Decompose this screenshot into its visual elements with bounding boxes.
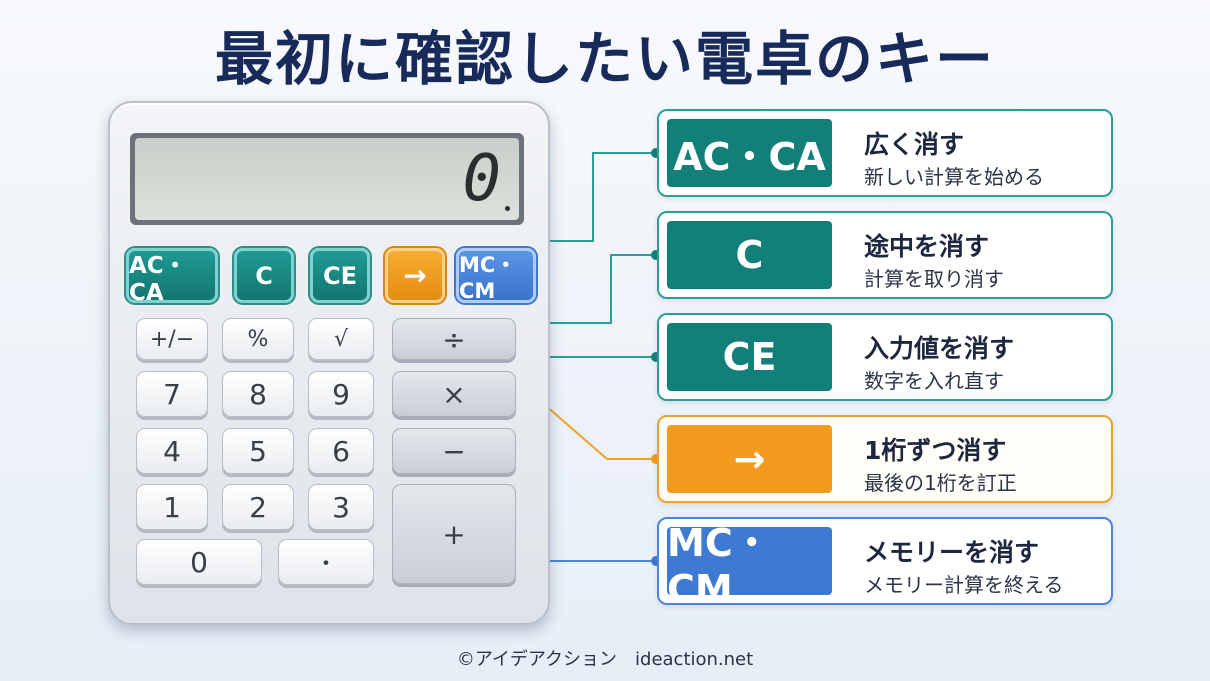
display-value: 0 <box>462 142 501 216</box>
legend-card-ac-ca: AC・CA 広く消す 新しい計算を始める <box>657 109 1113 197</box>
plus-minus-key[interactable]: +/− <box>136 318 208 360</box>
divide-key[interactable]: ÷ <box>392 318 516 360</box>
digit-4-key[interactable]: 4 <box>136 428 208 474</box>
display-decimal-dot <box>505 206 510 211</box>
page-title: 最初に確認したい電卓のキー <box>214 25 995 93</box>
legend-title-c: 途中を消す <box>864 232 990 261</box>
display-screen: 0 <box>135 138 519 220</box>
c-key[interactable]: C <box>234 248 294 303</box>
legend-badge-mc-cm: MC・CM <box>667 521 832 611</box>
decimal-point-key[interactable]: ・ <box>278 539 374 585</box>
digit-6-key[interactable]: 6 <box>308 428 374 474</box>
legend-desc-c: 計算を取り消す <box>864 267 1004 291</box>
legend-badge-ac-ca: AC・CA <box>667 119 832 187</box>
legend-card-c: C 途中を消す 計算を取り消す <box>657 211 1113 299</box>
multiply-key[interactable]: × <box>392 371 516 417</box>
mc-cm-key[interactable]: MC・CM <box>456 248 536 303</box>
backspace-key[interactable]: → <box>385 248 445 303</box>
legend-desc-backspace: 最後の1桁を訂正 <box>864 471 1017 495</box>
legend-badge-ce: CE <box>667 323 832 391</box>
percent-key[interactable]: % <box>222 318 294 360</box>
legend-card-mc-cm: MC・CM メモリーを消す メモリー計算を終える <box>657 517 1113 611</box>
digit-1-key[interactable]: 1 <box>136 484 208 530</box>
ce-key[interactable]: CE <box>310 248 370 303</box>
legend-title-mc-cm: メモリーを消す <box>864 538 1040 567</box>
digit-8-key[interactable]: 8 <box>222 371 294 417</box>
calculator-display: 0 <box>130 133 524 225</box>
ac-ca-key[interactable]: AC・CA <box>126 248 218 306</box>
digit-5-key[interactable]: 5 <box>222 428 294 474</box>
legend-card-ce: CE 入力値を消す 数字を入れ直す <box>657 313 1113 401</box>
legend-badge-backspace: → <box>667 425 832 493</box>
connector-ac-ca <box>538 152 655 242</box>
legend-desc-ac-ca: 新しい計算を始める <box>864 165 1044 189</box>
digit-7-key[interactable]: 7 <box>136 371 208 417</box>
legend-title-ce: 入力値を消す <box>864 334 1015 363</box>
plus-key[interactable]: + <box>392 484 516 584</box>
legend-badge-c: C <box>667 221 832 289</box>
digit-0-key[interactable]: 0 <box>136 539 262 585</box>
legend-desc-mc-cm: メモリー計算を終える <box>864 573 1064 597</box>
digit-9-key[interactable]: 9 <box>308 371 374 417</box>
calculator: 0 AC・CA C CE → MC・CM +/− % √ ÷ 7 8 9 × 4… <box>108 101 550 625</box>
sqrt-key[interactable]: √ <box>308 318 374 360</box>
legend-desc-ce: 数字を入れ直す <box>864 369 1004 393</box>
digit-3-key[interactable]: 3 <box>308 484 374 530</box>
footer-credit: ©アイデアクション ideaction.net <box>456 649 754 670</box>
legend-title-ac-ca: 広く消す <box>864 130 965 159</box>
legend-title-backspace: 1桁ずつ消す <box>864 436 1007 465</box>
digit-2-key[interactable]: 2 <box>222 484 294 530</box>
minus-key[interactable]: − <box>392 428 516 474</box>
legend-card-backspace: → 1桁ずつ消す 最後の1桁を訂正 <box>657 415 1113 503</box>
